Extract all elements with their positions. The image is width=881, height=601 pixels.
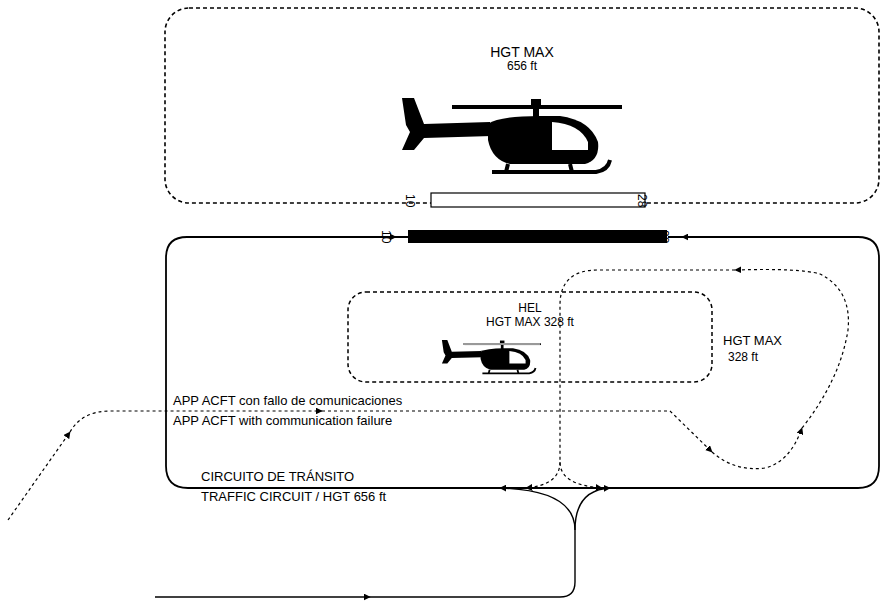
height-limit: 328 ft bbox=[727, 351, 759, 364]
helicopter-zone: HGT MAX656 ft bbox=[165, 8, 879, 203]
height-limit: 656 ft bbox=[165, 60, 879, 74]
runway-designator: 28 bbox=[657, 229, 670, 244]
circuit-label: CIRCUITO DE TRÁNSITO bbox=[200, 470, 355, 484]
runway-designator: 10 bbox=[403, 193, 416, 208]
route-note: APP ACFT with communication failure bbox=[172, 414, 393, 428]
runway-designator: 10 bbox=[379, 229, 392, 244]
height-limit: HGT MAX 328 ft bbox=[348, 316, 712, 330]
circuit-label: TRAFFIC CIRCUIT / HGT 656 ft bbox=[200, 490, 387, 504]
route-note: APP ACFT con fallo de comunicaciones bbox=[172, 394, 403, 408]
helicopter-zone: HELHGT MAX 328 ft bbox=[348, 292, 712, 382]
zone-heading: HGT MAX bbox=[165, 44, 879, 60]
zone-heading: HEL bbox=[348, 302, 712, 316]
height-limit: HGT MAX bbox=[722, 334, 783, 348]
runway-designator: 28 bbox=[635, 193, 648, 208]
